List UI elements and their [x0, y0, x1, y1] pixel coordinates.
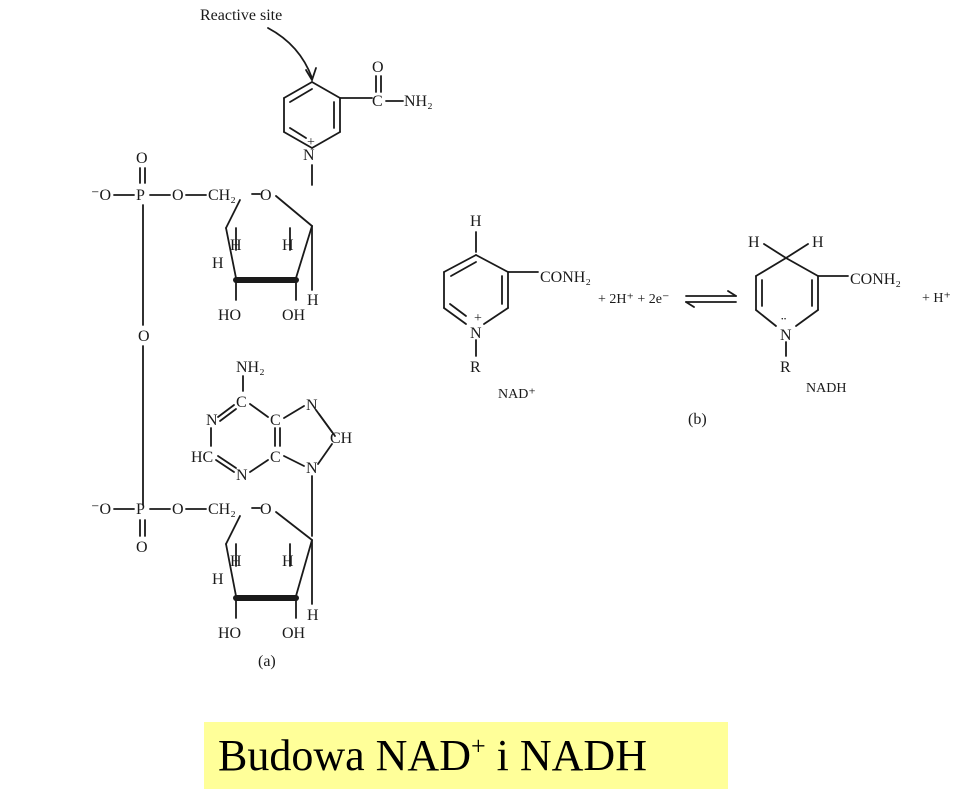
- adenine-c4: C: [270, 449, 281, 466]
- adenine-c6: C: [236, 394, 247, 411]
- equilibrium-arrows: [685, 290, 737, 308]
- phosphate-2-o-ester: O: [172, 501, 184, 518]
- nadh-h-right: H: [812, 234, 824, 251]
- adenine-nh2: NH₂: [236, 359, 265, 376]
- ribose-2-h2: H: [212, 571, 224, 588]
- reactive-site-arrowhead: [305, 67, 317, 83]
- ribose-1-ho: HO: [218, 307, 241, 324]
- bridge-o: O: [138, 328, 150, 345]
- ribose-1-h2: H: [212, 255, 224, 272]
- ribose-1-ring-o: O: [260, 187, 272, 204]
- phosphate-2-p: P: [136, 501, 145, 518]
- ribose-1-oh: OH: [282, 307, 306, 324]
- ribose-2-ch2: CH₂: [208, 501, 236, 518]
- nadh-r: R: [780, 359, 791, 376]
- phosphate-1-o-top: O: [136, 150, 148, 167]
- ribose-1-h1: H: [230, 237, 242, 254]
- nadh-ring: [755, 243, 849, 357]
- reaction-plus-h: + H⁺: [922, 291, 951, 306]
- pyridinium-n: N: [303, 147, 315, 164]
- reaction-reagents: + 2H⁺ + 2e⁻: [598, 292, 669, 307]
- nadh-h-left: H: [748, 234, 760, 251]
- phosphate-2-o-minus: ⁻O: [91, 501, 111, 518]
- adenine-ch8: CH: [330, 430, 353, 447]
- adenine-hc2: HC: [191, 449, 213, 466]
- ribose-1-ring: [225, 193, 313, 301]
- phosphate-1-p: P: [136, 187, 145, 204]
- nad-r: R: [470, 359, 481, 376]
- nicotinamide-ring: [283, 81, 373, 149]
- ribose-1-ch2: CH₂: [208, 187, 236, 204]
- nadh-conh2: CONH₂: [850, 271, 901, 288]
- adenine-c5: C: [270, 412, 281, 429]
- adenine-n1: N: [206, 412, 218, 429]
- adenine-n9: N: [306, 460, 318, 477]
- caption-a: (a): [258, 653, 276, 670]
- ribose-2-h4: H: [307, 607, 319, 624]
- ribose-1-h3: H: [282, 237, 294, 254]
- caption-b: (b): [688, 411, 707, 428]
- nad-h4: H: [470, 213, 482, 230]
- adenine-bonds: [210, 403, 336, 537]
- slide-title-box: Budowa NAD+ i NADH: [204, 722, 728, 789]
- slide-title-rest: i NADH: [485, 731, 647, 780]
- nadh-label: NADH: [806, 381, 846, 396]
- amide-nh2: NH₂: [404, 93, 433, 110]
- ribose-2-oh: OH: [282, 625, 306, 642]
- nadh-lone-pair: ¨: [781, 315, 786, 332]
- nad-label: NAD⁺: [498, 387, 536, 402]
- ribose-2-ring-o: O: [260, 501, 272, 518]
- slide-title-main: Budowa NAD: [218, 731, 471, 780]
- slide-title-sup: +: [470, 731, 486, 761]
- adenine-n7: N: [306, 397, 318, 414]
- ribose-2-h3: H: [282, 553, 294, 570]
- slide-title: Budowa NAD+ i NADH: [218, 730, 647, 781]
- phosphate-1-o-minus: ⁻O: [91, 187, 111, 204]
- nad-n: N: [470, 325, 482, 342]
- amide-c: C: [372, 93, 383, 110]
- amide-o: O: [372, 59, 384, 76]
- ribose-2-ho: HO: [218, 625, 241, 642]
- nad-n-charge: +: [474, 311, 482, 326]
- ribose-1-h4: H: [307, 292, 319, 309]
- pyridinium-charge: +: [307, 135, 315, 150]
- phosphate-1-o-ester: O: [172, 187, 184, 204]
- reactive-site-arrow: [267, 27, 313, 79]
- nad-ring: [443, 231, 539, 357]
- phosphate-2-o-bottom: O: [136, 539, 148, 556]
- adenine-n3: N: [236, 467, 248, 484]
- nadh-n: N: [780, 327, 792, 344]
- ribose-2-h1: H: [230, 553, 242, 570]
- reactive-site-label: Reactive site: [200, 7, 282, 24]
- nad-conh2: CONH₂: [540, 269, 591, 286]
- ribose-2-ring: [225, 507, 313, 619]
